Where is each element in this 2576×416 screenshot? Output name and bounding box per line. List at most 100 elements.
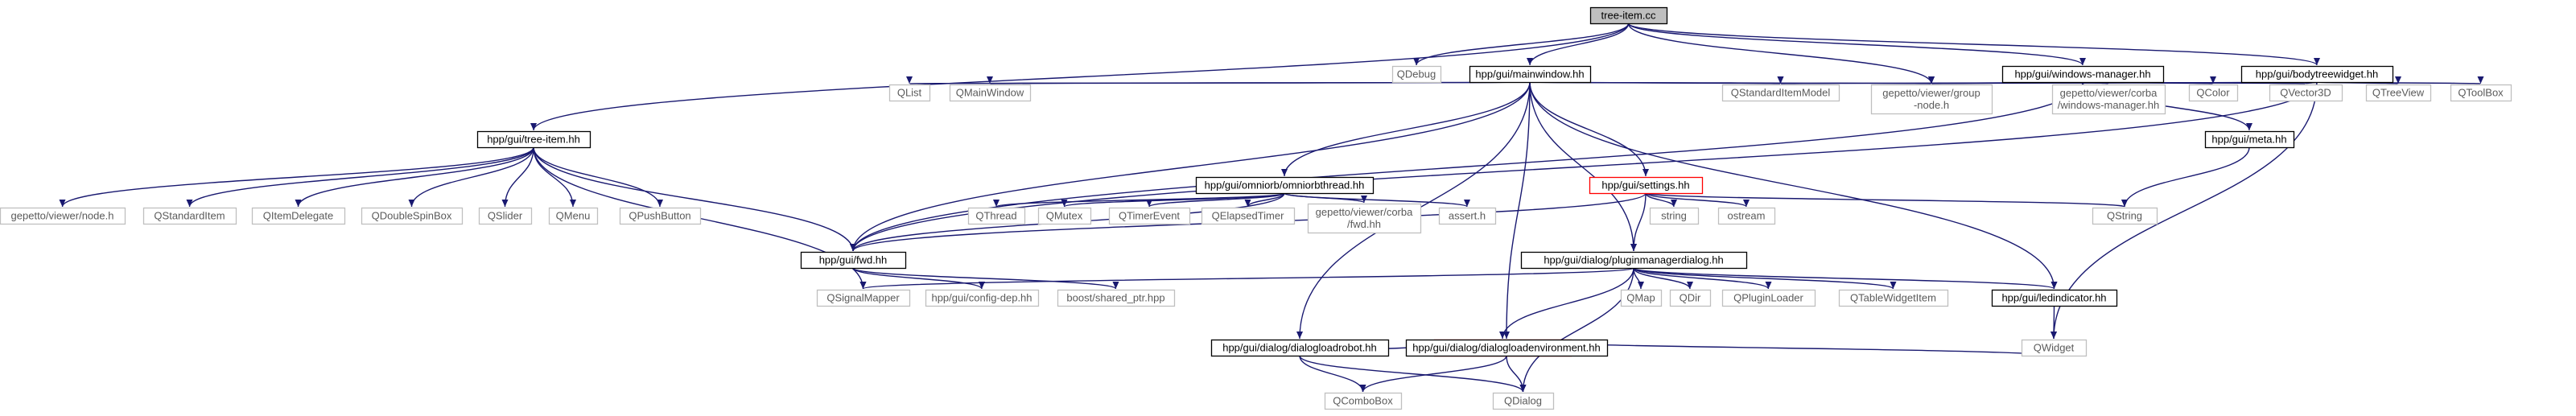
node-box bbox=[2021, 339, 2088, 357]
node-box bbox=[925, 289, 1040, 307]
node-label: QColor bbox=[2196, 87, 2230, 99]
node-qlist: QList bbox=[888, 84, 931, 102]
node-settings[interactable]: hpp/gui/settings.hh bbox=[1589, 176, 1704, 195]
node-qmainwindow: QMainWindow bbox=[949, 84, 1032, 102]
node-label: QDialog bbox=[1504, 395, 1542, 407]
node-label: QMap bbox=[1626, 292, 1655, 304]
node-qstandarditem: QStandardItem bbox=[142, 207, 237, 225]
node-fwd[interactable]: hpp/gui/fwd.hh bbox=[800, 251, 907, 270]
node-label: hpp/gui/tree-item.hh bbox=[487, 134, 580, 146]
edge-tree_item_hh-to-qslider bbox=[501, 146, 534, 208]
node-box bbox=[619, 207, 702, 225]
node-box bbox=[1492, 392, 1555, 410]
edge-dialogloadrobot-to-qdialog bbox=[1299, 355, 1527, 393]
node-qmutex: QMutex bbox=[1037, 207, 1092, 225]
node-qcombobox: QComboBox bbox=[1324, 392, 1403, 410]
edge-ledindicator-to-qwidget bbox=[2050, 305, 2058, 340]
node-label: QPluginLoader bbox=[1733, 292, 1803, 304]
node-box bbox=[1589, 6, 1668, 25]
node-label: -node.h bbox=[1914, 99, 1949, 111]
node-string: string bbox=[1649, 207, 1700, 225]
node-label: QToolBox bbox=[2458, 87, 2504, 99]
node-label: gepetto/viewer/group bbox=[1882, 87, 1980, 99]
node-label: hpp/gui/omniorb/omniorbthread.hh bbox=[1205, 179, 1365, 192]
node-label: hpp/gui/config-dep.hh bbox=[931, 292, 1032, 304]
edge-tree_item_hh-to-viewer_node bbox=[59, 146, 534, 208]
node-meta[interactable]: hpp/gui/meta.hh bbox=[2204, 130, 2295, 149]
node-label: QTimerEvent bbox=[1119, 210, 1180, 222]
node-qdebug: QDebug bbox=[1391, 65, 1442, 84]
edge-pluginmanagerdialog-to-qpluginloader bbox=[1633, 267, 1772, 290]
node-label: QDir bbox=[1680, 292, 1701, 304]
node-dialogloadenvironment[interactable]: hpp/gui/dialog/dialogloadenvironment.hh bbox=[1405, 339, 1609, 357]
node-box bbox=[1324, 392, 1403, 410]
node-box bbox=[1620, 289, 1663, 307]
node-label: gepetto/viewer/corba bbox=[1316, 206, 1413, 218]
node-box bbox=[816, 289, 911, 307]
node-label: hpp/gui/dialog/dialogloadrobot.hh bbox=[1222, 342, 1377, 354]
node-box bbox=[888, 84, 931, 102]
node-qslider: QSlider bbox=[478, 207, 533, 225]
node-box bbox=[1057, 289, 1176, 307]
node-qvector3d: QVector3D bbox=[2269, 84, 2343, 102]
node-qdoublespinbox: QDoubleSpinBox bbox=[361, 207, 464, 225]
node-box bbox=[967, 207, 1026, 225]
node-label: QDoubleSpinBox bbox=[372, 210, 452, 222]
node-box bbox=[0, 207, 126, 225]
node-shared-ptr: boost/shared_ptr.hpp bbox=[1057, 289, 1176, 307]
node-windows-manager[interactable]: hpp/gui/windows-manager.hh bbox=[2001, 65, 2165, 84]
edge-mainwindow-to-ledindicator bbox=[1529, 81, 2058, 290]
edge-settings-to-ostream bbox=[1645, 192, 1750, 208]
node-qelapsedtimer: QElapsedTimer bbox=[1201, 207, 1296, 225]
node-bodytreewidget[interactable]: hpp/gui/bodytreewidget.hh bbox=[2240, 65, 2394, 84]
edge-fwd-to-config_dep bbox=[852, 267, 985, 290]
node-label: ostream bbox=[1728, 210, 1766, 222]
node-assert: assert.h bbox=[1438, 207, 1497, 225]
node-label: QTreeView bbox=[2372, 87, 2425, 99]
node-box bbox=[1520, 251, 1748, 270]
edge-tree_item_cc-to-bodytreewidget bbox=[1627, 23, 2320, 66]
node-box bbox=[2188, 84, 2239, 102]
node-box bbox=[548, 207, 599, 225]
node-tree-item-hh[interactable]: hpp/gui/tree-item.hh bbox=[476, 130, 591, 149]
node-box bbox=[2450, 84, 2512, 102]
node-mainwindow[interactable]: hpp/gui/mainwindow.hh bbox=[1469, 65, 1592, 84]
node-qtimerevent: QTimerEvent bbox=[1108, 207, 1191, 225]
node-corba-wm: gepetto/viewer/corba/windows-manager.hh bbox=[2051, 84, 2166, 115]
node-label: hpp/gui/meta.hh bbox=[2211, 134, 2286, 146]
node-box bbox=[2051, 84, 2166, 115]
edge-tree_item_hh-to-qpushbutton bbox=[533, 146, 663, 208]
edge-tree_item_hh-to-qmenu bbox=[533, 146, 576, 208]
node-qthread: QThread bbox=[967, 207, 1026, 225]
node-ledindicator[interactable]: hpp/gui/ledindicator.hh bbox=[1991, 289, 2118, 307]
edge-tree_item_cc-to-qdebug bbox=[1413, 23, 1630, 66]
node-label: QList bbox=[897, 87, 922, 99]
node-label: hpp/gui/dialog/pluginmanagerdialog.hh bbox=[1544, 254, 1723, 266]
node-box bbox=[142, 207, 237, 225]
edge-settings-to-pluginmanagerdialog bbox=[1630, 192, 1647, 252]
node-dialogloadrobot[interactable]: hpp/gui/dialog/dialogloadrobot.hh bbox=[1210, 339, 1390, 357]
node-box bbox=[1991, 289, 2118, 307]
node-label: QString bbox=[2107, 210, 2142, 222]
node-box bbox=[1870, 84, 1993, 115]
node-tree-item-cc[interactable]: tree-item.cc bbox=[1589, 6, 1668, 25]
edge-bodytreewidget-to-fwd bbox=[850, 81, 2318, 252]
node-qmap: QMap bbox=[1620, 289, 1663, 307]
node-label: assert.h bbox=[1449, 210, 1486, 222]
node-label: tree-item.cc bbox=[1601, 10, 1656, 22]
edge-dialogloadenvironment-to-qdialog bbox=[1506, 355, 1527, 393]
node-qtreeview: QTreeView bbox=[2365, 84, 2432, 102]
node-box bbox=[1838, 289, 1949, 307]
edge-pluginmanagerdialog-to-ledindicator bbox=[1633, 267, 2058, 290]
node-box bbox=[1649, 207, 1700, 225]
node-omniorbthread[interactable]: hpp/gui/omniorb/omniorbthread.hh bbox=[1195, 176, 1375, 195]
node-group-node: gepetto/viewer/group-node.h bbox=[1870, 84, 1993, 115]
node-box bbox=[1717, 207, 1776, 225]
node-qdir: QDir bbox=[1669, 289, 1712, 307]
node-qcolor: QColor bbox=[2188, 84, 2239, 102]
node-box bbox=[476, 130, 591, 149]
node-pluginmanagerdialog[interactable]: hpp/gui/dialog/pluginmanagerdialog.hh bbox=[1520, 251, 1748, 270]
node-label: /fwd.hh bbox=[1347, 218, 1381, 230]
